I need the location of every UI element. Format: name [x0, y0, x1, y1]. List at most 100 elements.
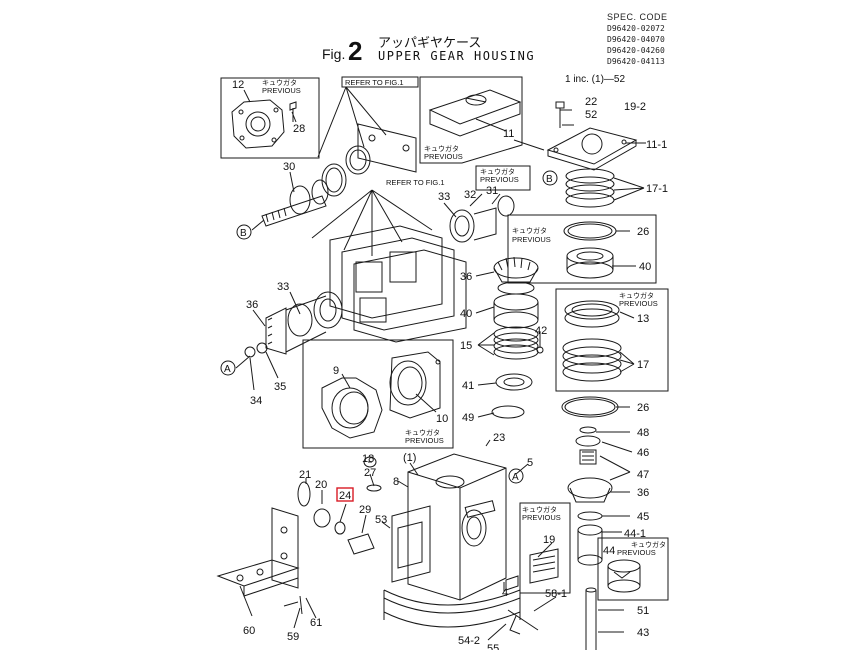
- previous-box-13-17: キュウガタ PREVIOUS: [555, 288, 669, 392]
- pinion-36-left: [244, 291, 343, 358]
- gear-36-center: [493, 256, 539, 295]
- ring-26-lower: [561, 396, 619, 418]
- shims-15: [493, 326, 539, 360]
- callout-8: 8: [393, 476, 399, 488]
- callout-19-2: 19-2: [624, 101, 646, 113]
- callout-55: 55: [487, 643, 499, 650]
- lower-right-stack: [567, 426, 613, 650]
- svg-text:A: A: [224, 364, 231, 375]
- svg-text:PREVIOUS: PREVIOUS: [424, 152, 463, 161]
- leader-lines: [235, 89, 646, 641]
- callout-52: 52: [585, 109, 597, 121]
- gasket-plate-refer: [321, 123, 417, 197]
- callout-11-1: 11-1: [646, 139, 667, 151]
- callout-36-right: 36: [637, 487, 649, 499]
- svg-text:A: A: [512, 472, 519, 483]
- svg-text:キュウガタ: キュウガタ: [480, 167, 515, 176]
- callout-15: 15: [460, 340, 472, 352]
- callout-44: 44: [603, 545, 615, 557]
- callout-labels: 12 28 30 33 33 36 36 36 34 35 9 10 11 11…: [232, 79, 668, 650]
- callout-24: 24: [339, 490, 351, 502]
- callout-11: 11: [503, 128, 514, 140]
- previous-box-9-10: キュウガタ PREVIOUS: [302, 339, 454, 449]
- callout-58-1: 58-1: [545, 588, 567, 600]
- callout-40-right: 40: [639, 261, 651, 273]
- svg-text:PREVIOUS: PREVIOUS: [405, 436, 444, 445]
- callout-28: 28: [293, 123, 305, 135]
- callout-36-center: 36: [460, 271, 472, 283]
- fig-label: Fig.: [322, 46, 346, 62]
- callout-33-left: 33: [277, 281, 289, 293]
- fig-number: 2: [348, 36, 363, 66]
- callout-30: 30: [283, 161, 295, 173]
- spec-code-2: D96420-04070: [607, 35, 665, 44]
- callout-26-upper: 26: [637, 226, 649, 238]
- svg-text:キュウガタ: キュウガタ: [405, 428, 440, 437]
- refer-note-2: REFER TO FIG.1: [386, 178, 444, 187]
- inc-note: 1 inc. (1)—52: [565, 74, 625, 85]
- callout-51: 51: [637, 605, 649, 617]
- svg-text:キュウガタ: キュウガタ: [424, 144, 459, 153]
- previous-box-top-center: キュウガタ PREVIOUS: [419, 76, 523, 164]
- callout-44-1: 44-1: [624, 528, 646, 540]
- callout-41: 41: [462, 380, 474, 392]
- spec-code-4: D96420-04113: [607, 57, 665, 66]
- title-english: UPPER GEAR HOUSING: [378, 49, 536, 63]
- spec-code-1: D96420-02072: [607, 24, 665, 33]
- previous-box-31: キュウガタ PREVIOUS: [475, 165, 531, 191]
- callout-54-2: 54-2: [458, 635, 480, 647]
- callout-40-center: 40: [460, 308, 472, 320]
- callout-4: 4: [502, 587, 508, 599]
- housing-1: [383, 453, 521, 628]
- callout-9: 9: [333, 365, 339, 377]
- callout-21: 21: [299, 469, 311, 481]
- callout-27: 27: [364, 467, 376, 479]
- callout-12: 12: [232, 79, 244, 91]
- marker-a-right: A: [508, 468, 524, 484]
- callout-1-paren: (1): [403, 452, 416, 464]
- previous-box-19: キュウガタ PREVIOUS: [519, 502, 571, 594]
- svg-text:B: B: [546, 174, 553, 185]
- svg-text:PREVIOUS: PREVIOUS: [262, 86, 301, 95]
- svg-text:PREVIOUS: PREVIOUS: [617, 548, 656, 557]
- callout-32: 32: [464, 189, 476, 201]
- svg-text:キュウガタ: キュウガタ: [619, 291, 654, 300]
- callout-23: 23: [493, 432, 505, 444]
- refer-note-1: REFER TO FIG.1: [345, 78, 403, 87]
- callout-29: 29: [359, 504, 371, 516]
- callout-47: 47: [637, 469, 649, 481]
- marker-a-left: A: [220, 360, 236, 376]
- callout-19: 19: [543, 534, 555, 546]
- highlight-box-24: [336, 487, 354, 502]
- callout-59: 59: [287, 631, 299, 643]
- bearing-33-upper: [449, 195, 515, 243]
- callout-13: 13: [637, 313, 649, 325]
- spec-code-3: D96420-04260: [607, 46, 665, 55]
- callout-31: 31: [486, 185, 498, 197]
- svg-text:PREVIOUS: PREVIOUS: [480, 175, 519, 184]
- callout-22: 22: [585, 96, 597, 108]
- callout-46: 46: [637, 447, 649, 459]
- svg-text:B: B: [240, 228, 247, 239]
- marker-b-right: B: [542, 170, 558, 186]
- shaft-30: [261, 179, 329, 227]
- cover-11-1: [546, 101, 638, 171]
- previous-box-top-left: キュウガタ PREVIOUS: [220, 77, 320, 159]
- callout-45: 45: [637, 511, 649, 523]
- springs-17-1: [565, 168, 615, 208]
- title-japanese: アッパギヤケース: [378, 35, 482, 50]
- callout-61: 61: [310, 617, 322, 629]
- marker-b-left: B: [236, 224, 252, 240]
- bracket-60: [216, 507, 300, 597]
- previous-box-44: キュウガタ PREVIOUS: [597, 537, 669, 601]
- callout-33-upper: 33: [438, 191, 450, 203]
- svg-text:キュウガタ: キュウガタ: [512, 226, 547, 235]
- svg-text:キュウガタ: キュウガタ: [262, 78, 297, 87]
- callout-34: 34: [250, 395, 262, 407]
- callout-18: 18: [362, 453, 374, 465]
- callout-10: 10: [436, 413, 448, 425]
- refer-note-1-frame: [341, 76, 419, 88]
- callout-20: 20: [315, 479, 327, 491]
